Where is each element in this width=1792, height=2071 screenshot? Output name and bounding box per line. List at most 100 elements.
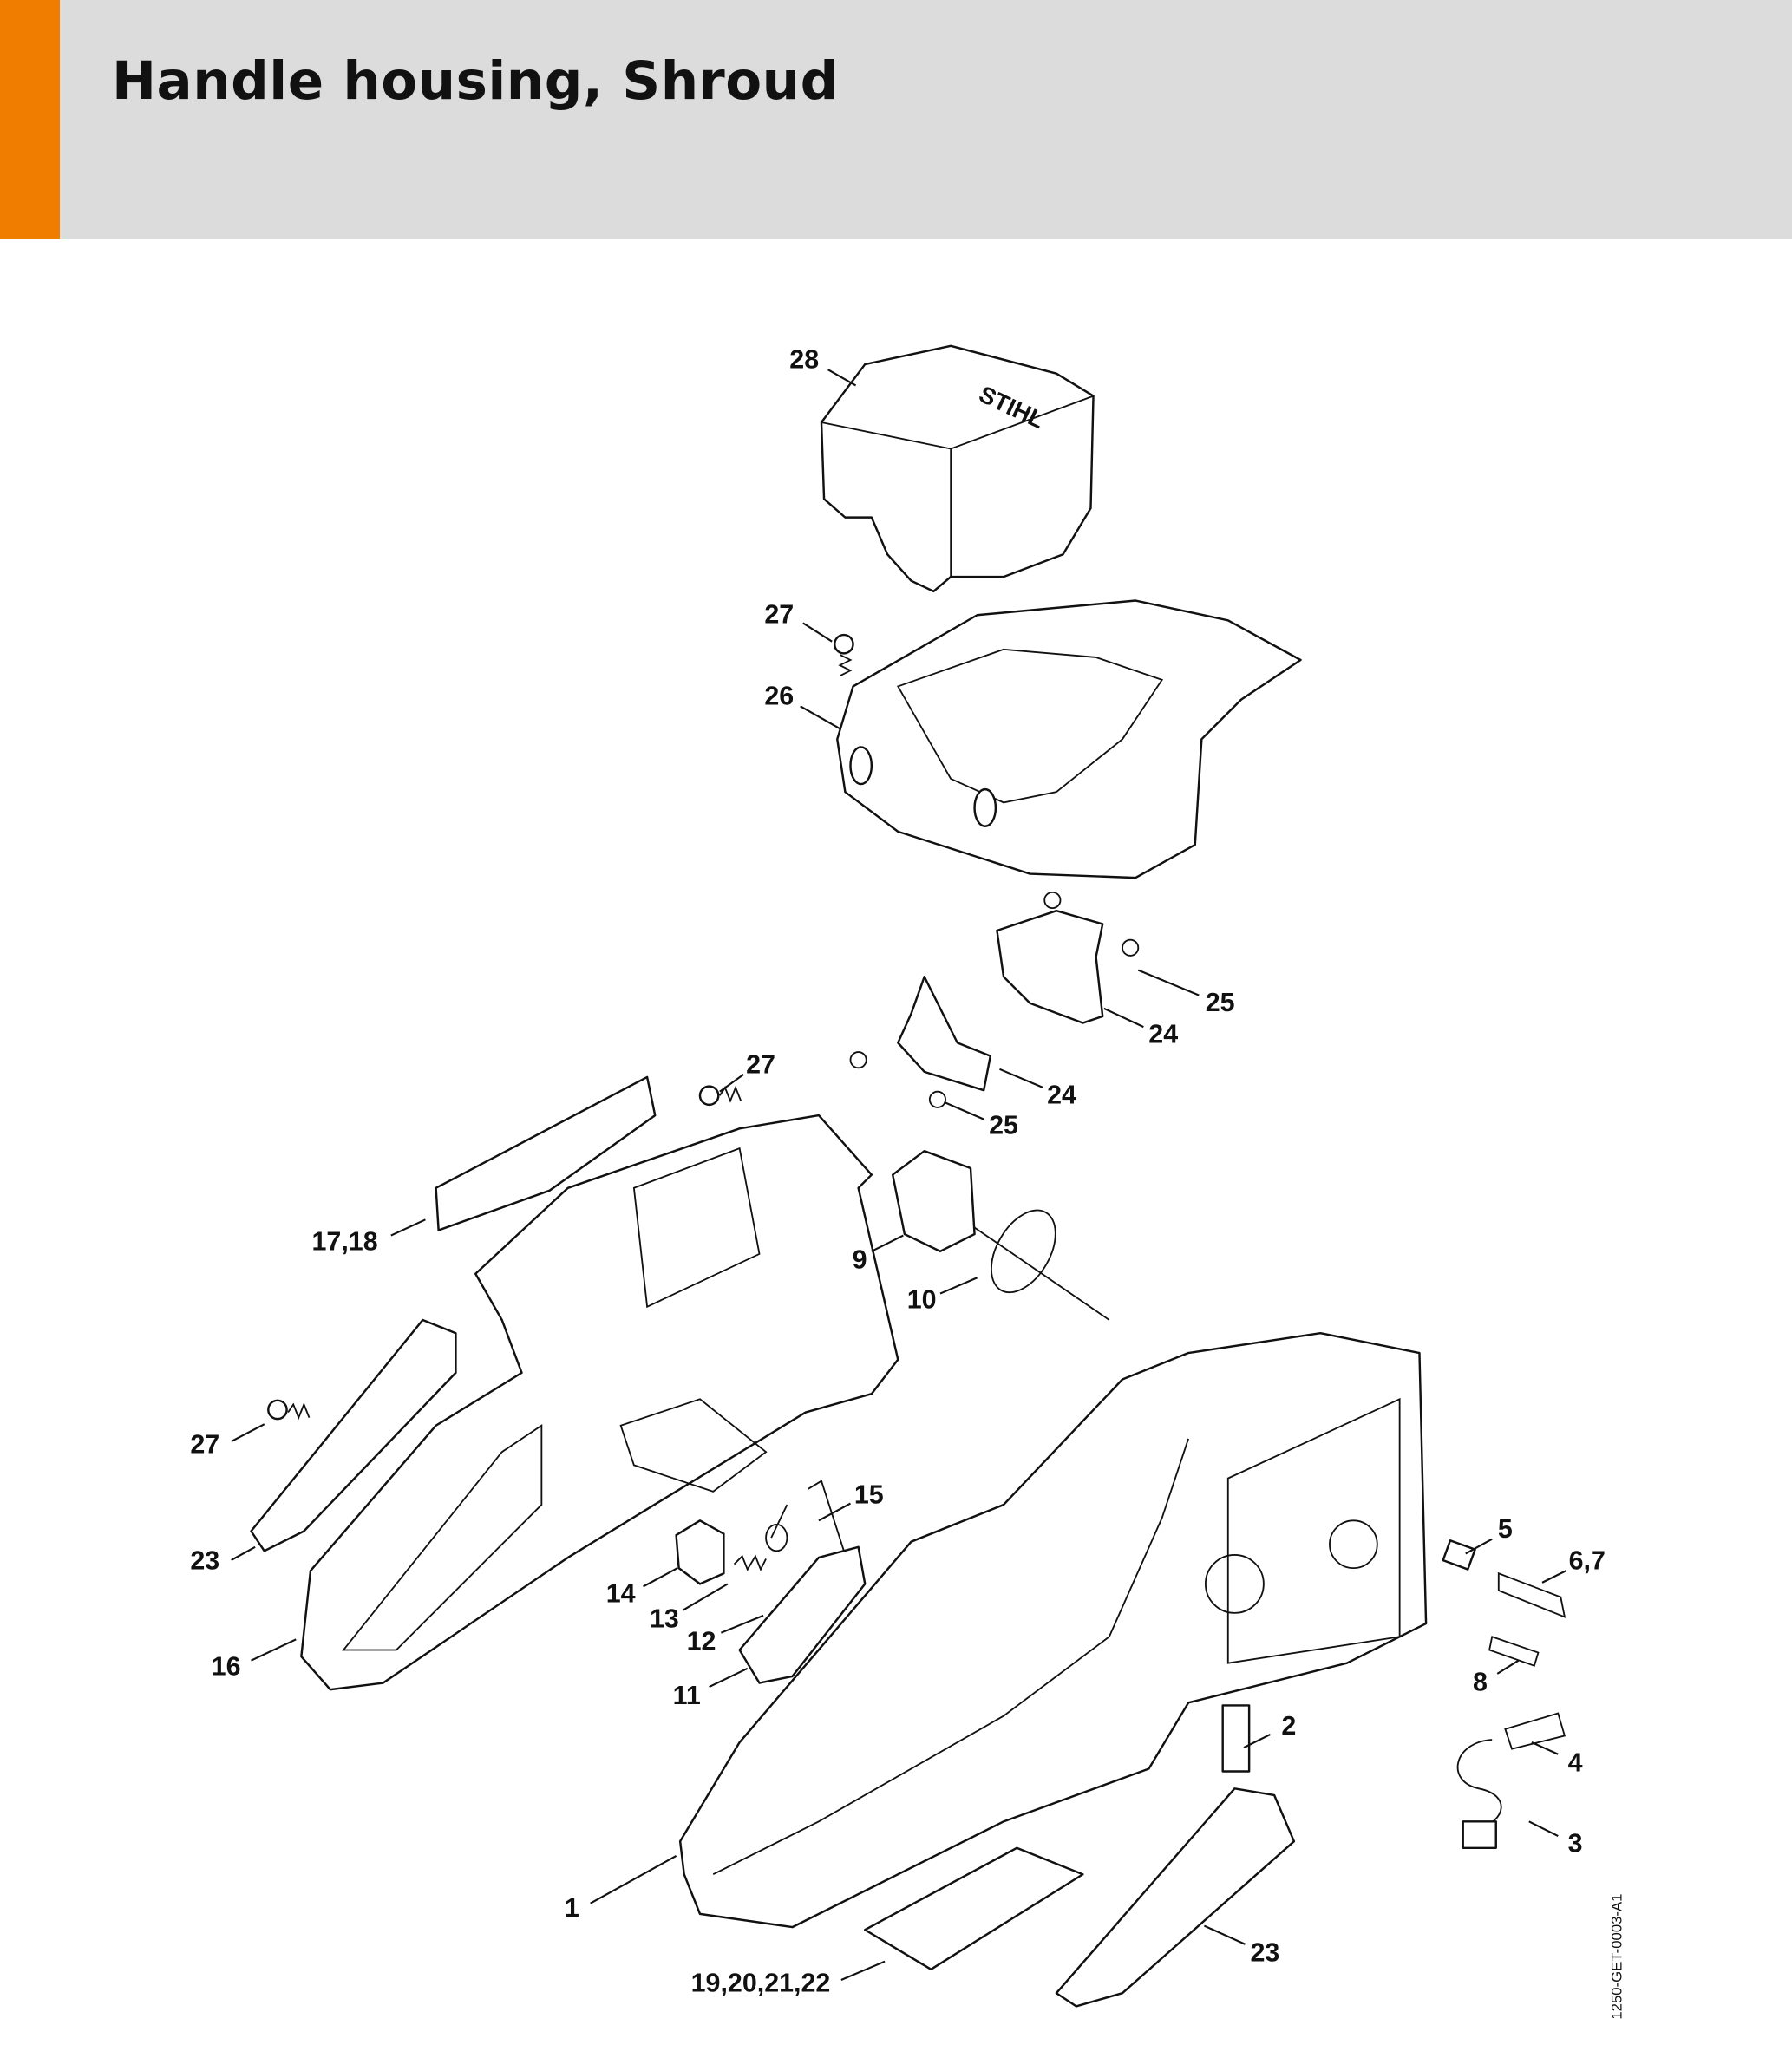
part-number-label: 15 (854, 1480, 884, 1510)
leader-line (840, 1960, 886, 1981)
part-number-label: 5 (1498, 1514, 1513, 1544)
callout-handle-cover: 23 (1203, 1924, 1279, 1968)
part-number-label: 23 (1250, 1938, 1279, 1968)
part-number-label: 2 (1281, 1711, 1296, 1741)
callout-latch: 24 (1103, 1007, 1178, 1049)
switch-parts (675, 1480, 867, 1684)
part-number-label: 25 (1206, 988, 1235, 1017)
small-parts-right (1221, 1539, 1566, 1850)
leader-line (719, 1074, 744, 1093)
label-part (864, 1846, 1084, 1971)
callout-torsion-spring: 15 (818, 1480, 884, 1522)
shroud-cover-part: STIHL (820, 344, 1095, 593)
leader-line (827, 369, 857, 387)
leader-line (1528, 1820, 1559, 1838)
callout-screw: 27 (190, 1423, 265, 1460)
header-bar (0, 0, 1792, 239)
grommet-part (891, 1149, 1110, 1321)
callout-screw: 27 (764, 599, 833, 643)
part-number-label: 17,18 (311, 1226, 377, 1256)
callout-o-ring: 10 (907, 1277, 978, 1314)
part-number-label: 26 (764, 682, 794, 711)
callout-shroud: 26 (764, 682, 840, 730)
page-title: Handle housing, Shroud (112, 50, 839, 112)
callout-switch-knob: 14 (606, 1567, 678, 1609)
callout-handle-housing: 16 (212, 1638, 297, 1681)
part-number-label: 3 (1568, 1828, 1583, 1858)
part-number-label: 12 (687, 1626, 716, 1656)
callout-spring: 25 (1137, 969, 1235, 1017)
leader-line (1465, 1538, 1493, 1555)
leader-line (802, 622, 833, 643)
part-number-label: 1 (565, 1893, 579, 1923)
part-number-label: 13 (650, 1604, 679, 1634)
leader-line (590, 1854, 677, 1904)
leader-line (1496, 1659, 1520, 1675)
latch-part (849, 891, 1140, 1108)
handle-housing-part (300, 1114, 899, 1691)
part-number-label: 27 (746, 1049, 775, 1079)
part-number-label: 4 (1568, 1748, 1583, 1778)
callout-label-set: 19,20,21,22 (691, 1960, 886, 1998)
screw-part (267, 1399, 311, 1421)
leader-line (944, 1101, 984, 1120)
leader-line (871, 1234, 904, 1252)
part-number-label: 24 (1047, 1080, 1076, 1109)
callout-buffer: 5 (1465, 1514, 1513, 1555)
leader-line (1531, 1741, 1559, 1755)
callout-label-set: 17,18 (311, 1218, 426, 1256)
part-number-label: 10 (907, 1284, 937, 1314)
leader-line (999, 1068, 1044, 1089)
callout-compression-spring: 13 (650, 1583, 729, 1634)
part-number-label: 27 (764, 599, 794, 629)
leader-line (800, 705, 840, 730)
part-number-label: 28 (789, 345, 819, 375)
callout-torsion-spring: 12 (687, 1614, 764, 1656)
label-part (435, 1075, 657, 1231)
leader-line (818, 1502, 851, 1522)
callout-grommet: 9 (853, 1234, 904, 1275)
leader-line (643, 1567, 678, 1588)
leader-line (1541, 1570, 1566, 1584)
callout-handle-cover: 23 (190, 1545, 256, 1576)
leader-line (1103, 1007, 1144, 1029)
leader-line (231, 1545, 256, 1561)
part-number-label: 8 (1473, 1668, 1488, 1697)
drawing-code: 1250-GET-0003-A1 (1608, 1894, 1625, 2020)
part-number-label: 9 (853, 1245, 867, 1275)
leader-line (939, 1277, 978, 1295)
part-number-label: 24 (1148, 1019, 1178, 1049)
callout-latch: 24 (999, 1068, 1076, 1109)
part-number-label: 16 (212, 1651, 241, 1681)
callout-spring: 25 (944, 1101, 1018, 1140)
callout-sleeve: 2 (1243, 1711, 1296, 1749)
handle-cover-part (250, 1318, 457, 1552)
screw-part (698, 1085, 742, 1107)
screw-part (834, 633, 854, 677)
callout-cable: 3 (1528, 1820, 1583, 1858)
leader-line (390, 1218, 426, 1237)
leader-line (682, 1583, 729, 1611)
callout-interlock-lever: 11 (673, 1667, 749, 1710)
callout-shroud-cover: 28 (789, 345, 857, 387)
part-number-label: 19,20,21,22 (691, 1969, 831, 1998)
callout-annular-buffer: 4 (1531, 1741, 1583, 1778)
part-number-label: 23 (190, 1546, 219, 1576)
leader-line (720, 1614, 764, 1634)
callout-plug: 8 (1473, 1659, 1520, 1697)
callout-annular-buffer: 6,7 (1541, 1546, 1606, 1584)
part-number-label: 11 (673, 1681, 701, 1710)
shroud-part (836, 599, 1302, 879)
housing-part (678, 1331, 1428, 1929)
leader-line (251, 1638, 297, 1662)
leader-line (1203, 1924, 1246, 1945)
callout-screw: 27 (719, 1049, 775, 1093)
leader-line (1137, 969, 1200, 996)
handle-cover-part (1055, 1787, 1296, 2008)
leader-line (709, 1667, 749, 1689)
part-number-label: 25 (989, 1110, 1018, 1140)
part-number-label: 14 (606, 1579, 636, 1609)
part-number-label: 27 (190, 1430, 219, 1460)
callout-housing: 1 (565, 1854, 677, 1923)
